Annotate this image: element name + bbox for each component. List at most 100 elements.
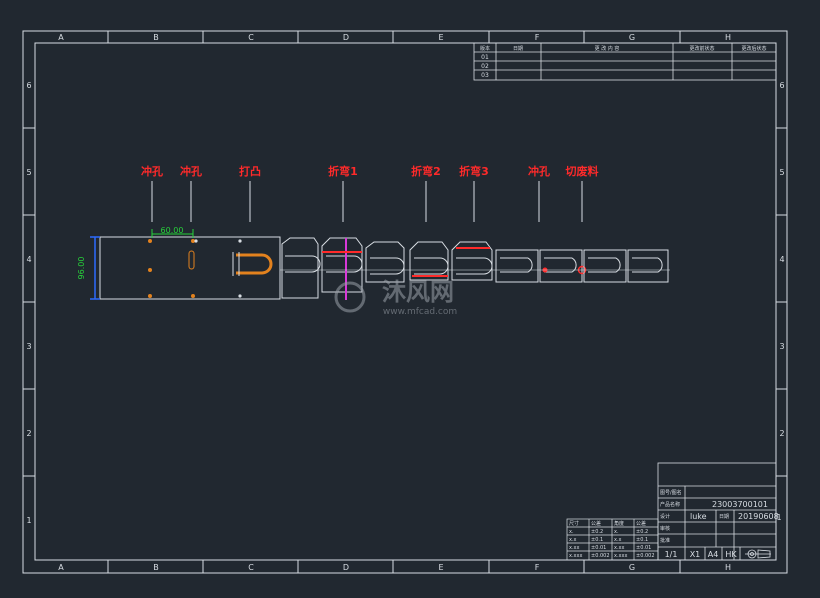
revision-number: 01 (481, 54, 489, 61)
blank-strip (99, 236, 281, 300)
title-field-label: 产品名称 (660, 501, 680, 508)
formed-part-6 (495, 249, 539, 283)
designer-value: luke (690, 512, 707, 521)
tolerance-cell: ±0.002 (636, 553, 655, 559)
sheet-frame (22, 30, 788, 574)
tolerance-header: 角度 (614, 520, 624, 527)
strip-layout (99, 236, 670, 300)
title-field-label: 审核 (660, 525, 670, 532)
title-field-label: 批准 (660, 537, 670, 544)
station-label-bend-1: 折弯1 (328, 164, 358, 178)
title-field-label: 日期 (719, 514, 729, 520)
zone-col-top: H (725, 33, 731, 42)
zone-markers: A B C D E F G H A B C D E F G H 6 5 4 3 … (26, 33, 784, 572)
watermark-logo-icon (334, 281, 366, 313)
revision-header: 版本 (480, 45, 490, 52)
zone-col-bottom: F (535, 563, 540, 572)
zone-col-bottom: B (153, 563, 159, 572)
station-label-bend-3: 折弯3 (459, 164, 489, 178)
zone-col-bottom: E (438, 563, 443, 572)
formed-part-7 (539, 249, 587, 283)
zone-row-right: 6 (779, 81, 784, 90)
revision-header: 更改前状态 (689, 45, 714, 52)
watermark-url: www.mfcad.com (383, 307, 457, 317)
tolerance-cell: x.x (614, 537, 622, 543)
date-value: 20190608 (738, 512, 779, 521)
zone-col-top: A (58, 33, 64, 42)
zone-row-left: 3 (26, 342, 31, 351)
dimensions: 60.00 96.00 (77, 226, 194, 300)
tolerance-cell: ±0.2 (636, 529, 648, 535)
zone-row-left: 4 (26, 255, 31, 264)
tolerance-cell: ±0.002 (591, 553, 610, 559)
revision-number: 02 (481, 63, 489, 70)
tolerance-cell: x.xx (614, 545, 625, 551)
title-field-label: 图号/图名 (660, 489, 682, 496)
sheet-count: 1/1 (665, 550, 678, 559)
zone-col-top: B (153, 33, 159, 42)
zone-row-left: 6 (26, 81, 31, 90)
formed-part-5 (451, 241, 493, 281)
embossed-u-shape (236, 253, 273, 275)
tolerance-cell: x.xxx (614, 553, 627, 559)
zone-col-top: D (343, 33, 349, 42)
projection-symbol-icon (745, 549, 771, 559)
watermark: 沐风网 www.mfcad.com (334, 278, 457, 317)
station-label-punch-3: 冲孔 (528, 164, 550, 178)
revision-header: 更 改 内 容 (595, 45, 620, 52)
formed-part-9 (627, 249, 669, 283)
zone-row-left: 5 (26, 168, 31, 177)
watermark-brand: 沐风网 (382, 278, 454, 306)
zone-row-right: 4 (779, 255, 784, 264)
formed-part-4 (409, 241, 449, 281)
tolerance-cell: ±0.1 (591, 537, 603, 543)
page-mark: 1 (776, 513, 781, 522)
formed-part-2 (321, 237, 363, 300)
station-label-punch-1: 冲孔 (141, 164, 163, 178)
zone-col-bottom: A (58, 563, 64, 572)
revision-header: 日期 (513, 46, 523, 52)
zone-col-bottom: H (725, 563, 731, 572)
tolerance-cell: x.xxx (569, 553, 582, 559)
revision-header: 更改后状态 (741, 45, 766, 52)
zone-row-right: 5 (779, 168, 784, 177)
tolerance-cell: ±0.1 (636, 537, 648, 543)
tolerance-cell: x.x (569, 537, 577, 543)
pilot-holes (148, 239, 195, 298)
zone-col-top: F (535, 33, 540, 42)
title-block: 图号/图名 产品名称 设计 日期 审核 批准 23003700101 luke … (657, 462, 782, 561)
tolerance-cell: ±0.2 (591, 529, 603, 535)
part-number-value: 23003700101 (712, 500, 768, 509)
width-dimension: 60.00 (161, 226, 184, 235)
revision-number: 03 (481, 72, 489, 79)
tolerance-cell: ±0.01 (636, 545, 651, 551)
title-field-label: 设计 (660, 513, 670, 520)
zone-col-top: E (438, 33, 443, 42)
zone-row-left: 1 (26, 516, 31, 525)
tolerance-cell: x. (569, 529, 574, 535)
station-label-emboss: 打凸 (239, 164, 261, 178)
zone-col-bottom: C (248, 563, 254, 572)
revision-table: 版本 日期 更 改 内 容 更改前状态 更改后状态 01 02 03 (473, 42, 777, 81)
zone-col-top: G (629, 33, 635, 42)
tolerance-cell: ±0.01 (591, 545, 606, 551)
zone-row-right: 2 (779, 429, 784, 438)
tolerance-cell: x. (614, 529, 619, 535)
tolerance-header: 公差 (636, 520, 646, 527)
station-labels: 冲孔 冲孔 打凸 折弯1 折弯2 折弯3 冲孔 切废料 (141, 164, 599, 222)
height-dimension: 96.00 (77, 257, 86, 280)
zone-col-top: C (248, 33, 254, 42)
tolerance-header: 公差 (591, 520, 601, 527)
zone-row-right: 3 (779, 342, 784, 351)
formed-part-8 (583, 249, 627, 283)
punched-slot (188, 250, 195, 270)
formed-part-3 (365, 241, 405, 283)
zone-col-bottom: G (629, 563, 635, 572)
station-label-trim: 切废料 (566, 164, 599, 178)
station-label-bend-2: 折弯2 (411, 164, 441, 178)
tolerance-table: 尺寸 公差 角度 公差 x. ±0.2 x. ±0.2 x.x ±0.1 x.x… (566, 518, 659, 561)
station-label-punch-2: 冲孔 (180, 164, 202, 178)
tolerance-header: 尺寸 (569, 520, 579, 527)
